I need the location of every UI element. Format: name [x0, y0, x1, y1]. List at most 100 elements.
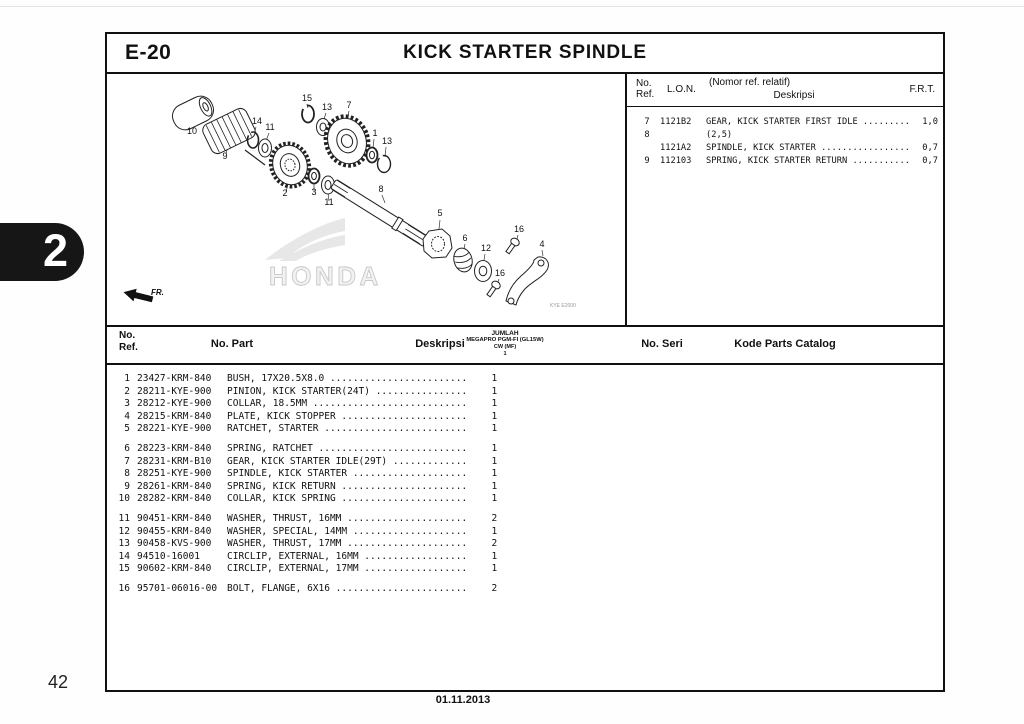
description-cell: WASHER, SPECIAL, 14MM ..................… — [227, 525, 468, 537]
part-number-cell: 28231-KRM-B10 — [137, 455, 212, 467]
quantity-cell: 1 — [491, 410, 498, 422]
part-number-cell: 28282-KRM-840 — [137, 493, 212, 505]
part-number-cell: 28221-KYE-900 — [137, 423, 212, 435]
scan-edge — [0, 6, 1024, 7]
chapter-tab: 2 — [0, 223, 84, 281]
part-washer-17 — [316, 118, 330, 136]
upper-section: HONDA — [107, 74, 943, 327]
deskripsi-col-header: Deskripsi — [415, 338, 465, 350]
lon-col-header: L.O.N. — [667, 84, 696, 95]
part-number-cell: 90451-KRM-840 — [137, 512, 212, 524]
quantity-cell: 2 — [491, 582, 498, 594]
frt-cell: 0,7 — [922, 143, 938, 153]
nomor-ref-header: (Nomor ref. relatif) — [709, 77, 791, 88]
description-cell: PINION, KICK STARTER(24T) ..............… — [227, 385, 468, 397]
ref-cell: 8 — [644, 130, 650, 140]
part-first-idle-gear — [323, 114, 371, 168]
diagram-callout: 15 — [302, 93, 312, 103]
part-bolt-16a — [505, 237, 520, 255]
kode-col-header: Kode Parts Catalog — [734, 338, 836, 350]
description-cell: WASHER, THRUST, 16MM ...................… — [227, 512, 468, 524]
ref-table-row: 1121A2 SPINDLE, KICK STARTER ............… — [634, 142, 938, 155]
parts-table: No. Ref. No. Part Deskripsi JUMLAH MEGAP… — [107, 327, 943, 686]
lon-cell: 1121A2 — [660, 143, 692, 153]
part-number-cell: 28215-KRM-840 — [137, 410, 212, 422]
frt-cell: 1,0 — [922, 117, 938, 127]
ref-cell: 9 — [124, 480, 130, 492]
diagram-callout: 12 — [481, 243, 491, 253]
diagram-callout: 11 — [265, 122, 274, 132]
part-number-cell: 90455-KRM-840 — [137, 525, 212, 537]
lon-cell: 1121B2 — [660, 117, 692, 127]
quantity-cell: 1 — [491, 493, 498, 505]
quantity-cell: 1 — [491, 468, 498, 480]
diagram-callout: 14 — [252, 116, 262, 126]
ref-cell: 7 — [124, 455, 130, 467]
part-ratchet-spring — [453, 247, 473, 273]
spring-tail — [244, 149, 266, 166]
diagram-callout: 7 — [346, 100, 351, 110]
honda-watermark-text: HONDA — [269, 261, 382, 291]
fr-label: FR. — [151, 288, 164, 297]
part-washer-thrust-16 — [258, 138, 272, 158]
quantity-cell: 1 — [491, 550, 498, 562]
ref-table-row: 8(2,5) — [634, 129, 938, 142]
frt-col-header: F.R.T. — [909, 84, 935, 95]
diagram-callout: 11 — [324, 197, 333, 207]
description-cell: COLLAR, KICK SPRING ....................… — [227, 493, 468, 505]
ref-cell: 1 — [124, 373, 130, 384]
description-cell: BOLT, FLANGE, 6X16 .....................… — [227, 582, 468, 594]
ref-cell: 5 — [124, 423, 130, 435]
seri-col-header: No. Seri — [641, 338, 683, 350]
part-pinion — [268, 141, 312, 189]
page-number: 42 — [48, 672, 69, 692]
part-circlip-17 — [301, 104, 315, 124]
description-cell: BUSH, 17X20.5X8.0 ......................… — [227, 373, 468, 384]
quantity-cell: 1 — [491, 442, 498, 454]
ref-cell: 15 — [118, 563, 130, 575]
revision-date: 01.11.2013 — [435, 694, 491, 706]
part-number-cell: 95701-06016-00 — [137, 582, 218, 594]
part-washer-13b — [376, 154, 392, 174]
part-col-header: No. Part — [210, 338, 254, 350]
description-cell: RATCHET, STARTER .......................… — [227, 423, 468, 435]
diagram-svg: HONDA — [123, 93, 576, 309]
description-cell: SPRING, KICK RETURN ....................… — [227, 480, 468, 492]
lon-cell: 112103 — [660, 156, 692, 166]
description-cell: CIRCLIP, EXTERNAL, 17MM ................… — [227, 563, 468, 575]
part-number-cell: 28211-KYE-900 — [137, 385, 212, 397]
ref-table-header: No. Ref. L.O.N. (Nomor ref. relatif) Des… — [627, 74, 943, 107]
chapter-tab-number: 2 — [42, 225, 68, 276]
diagram-callout: 8 — [378, 184, 383, 194]
ref-cell: 12 — [118, 525, 130, 537]
part-number-cell: 90458-KVS-900 — [137, 538, 212, 550]
jumlah-col-header: JUMLAH MEGAPRO PGM-FI (GL15W) CW (MF) 1 — [466, 330, 544, 357]
ref-cell — [634, 142, 660, 155]
ref-col-header: No. Ref. — [636, 78, 655, 100]
table-row: 12 90455-KRM-840 WASHER, SPECIAL, 14MM ...… — [107, 526, 943, 539]
part-bush-17x20 — [365, 146, 379, 164]
diagram-callout: 2 — [282, 188, 287, 198]
desc-cell: SPINDLE, KICK STARTER .................. — [706, 143, 912, 153]
table-row: 9 28261-KRM-840 SPRING, KICK RETURN ......… — [107, 481, 943, 494]
quantity-cell: 1 — [491, 373, 498, 384]
ref-table: No. Ref. L.O.N. (Nomor ref. relatif) Des… — [625, 74, 943, 325]
part-number-cell: 28261-KRM-840 — [137, 480, 212, 492]
lon-cell — [660, 129, 706, 142]
part-ratchet — [422, 228, 453, 259]
diagram-callout: 6 — [462, 233, 467, 243]
quantity-cell: 1 — [491, 398, 498, 410]
quantity-cell: 1 — [491, 455, 498, 467]
